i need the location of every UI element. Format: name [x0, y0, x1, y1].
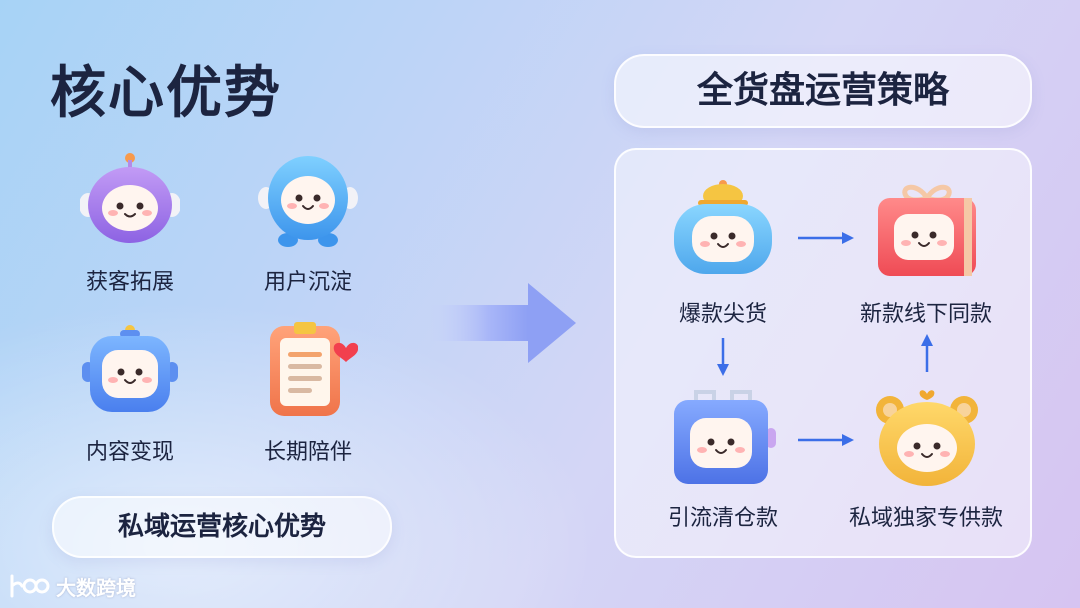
flow-label-clearance: 引流清仓款	[667, 506, 778, 531]
flow-arrow-down-icon	[717, 338, 729, 376]
gift-box-icon	[878, 184, 976, 276]
purple-robot-icon	[80, 153, 180, 243]
core-advantage-pill: 私域运营核心优势	[52, 496, 392, 558]
advantage-label: 获客拓展	[85, 270, 174, 295]
brand-logo: 大数跨境	[8, 570, 136, 602]
flow-label-hot-items: 爆款尖货	[678, 302, 767, 327]
strategy-title-pill: 全货盘运营策略	[614, 54, 1032, 128]
advantage-label: 长期陪伴	[263, 440, 352, 465]
advantage-label: 内容变现	[85, 440, 174, 465]
flow-arrow-right-bottom-icon	[798, 434, 854, 446]
advantages-grid: 获客拓展 用户沉淀	[60, 150, 390, 470]
brand-name: 大数跨境	[56, 575, 136, 600]
brand-mark-icon	[10, 574, 50, 598]
flow-arrow-up-icon	[921, 334, 933, 372]
advantage-label: 用户沉淀	[263, 270, 352, 295]
big-right-arrow-icon	[430, 283, 576, 363]
flow-arrow-right-top-icon	[798, 232, 854, 244]
flow-label-new-items: 新款线下同款	[859, 302, 992, 327]
strategy-flow-panel: 爆款尖货 新款线下同款 引流清仓款	[614, 148, 1032, 558]
hat-robot-icon	[674, 180, 772, 274]
tv-robot-icon	[82, 325, 178, 412]
bear-robot-icon	[876, 390, 978, 486]
suitcase-robot-icon	[674, 390, 776, 484]
blue-robot-icon	[258, 156, 358, 247]
flow-label-exclusive: 私域独家专供款	[848, 506, 1003, 531]
clipboard-heart-icon	[270, 322, 358, 416]
page-title: 核心优势	[50, 61, 282, 126]
